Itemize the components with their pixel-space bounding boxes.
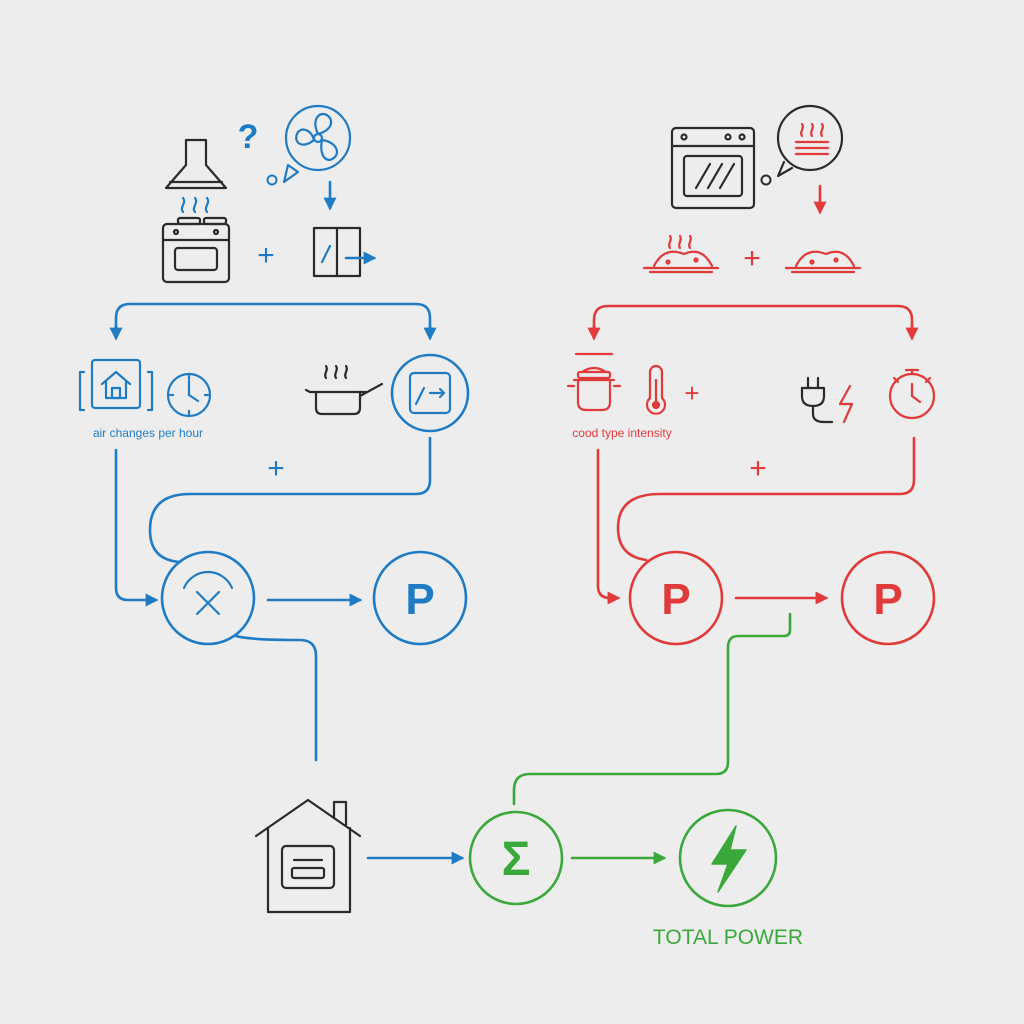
power-p-icon: P <box>628 550 724 646</box>
air-changes-to-mix-line <box>114 448 159 607</box>
power-p-icon: P <box>372 550 468 646</box>
timer-to-power-line <box>616 436 916 562</box>
window-icon <box>312 226 362 278</box>
lightning-icon <box>838 384 854 424</box>
plus-sign: + <box>684 378 699 408</box>
clock-icon <box>166 372 212 418</box>
window-circle-icon <box>390 353 470 433</box>
house-meter-icon <box>254 798 362 914</box>
svg-text:P: P <box>661 575 690 624</box>
cooking-to-sum-line <box>512 612 792 806</box>
stove-icon <box>161 216 231 284</box>
pot-icon <box>304 364 384 416</box>
timer-icon <box>888 368 936 420</box>
thought-dot <box>760 174 772 186</box>
split-connector <box>592 304 914 338</box>
plus-sign: + <box>257 239 275 272</box>
thermometer-icon <box>645 364 667 415</box>
question-mark-icon: ? <box>238 118 259 156</box>
food-type-to-power-line <box>596 448 621 605</box>
range-hood-icon <box>164 138 228 190</box>
steaming-dish-icon <box>642 234 720 274</box>
fan-thought-bubble-icon <box>282 104 352 184</box>
svg-text:Σ: Σ <box>502 833 531 886</box>
total-power-label: TOTAL POWER <box>653 926 803 949</box>
plus-sign: + <box>267 452 285 485</box>
oven-icon <box>670 126 756 210</box>
food-type-label: cood type intensity <box>572 426 671 440</box>
window-to-mix-line <box>148 436 432 564</box>
thought-dot <box>266 174 278 186</box>
mix-circle-icon <box>160 550 256 646</box>
ventilation-branch: ? + <box>78 104 470 762</box>
svg-text:P: P <box>405 575 434 624</box>
steam-thought-bubble-icon <box>776 104 844 178</box>
power-p-icon: P <box>840 550 936 646</box>
split-connector <box>114 302 432 338</box>
dish-icon <box>784 250 862 274</box>
plus-sign: + <box>749 452 767 485</box>
lightning-circle-icon <box>678 808 778 908</box>
steam-icon <box>794 122 830 156</box>
pot-icon <box>566 352 622 412</box>
house-frame-icon <box>78 358 154 412</box>
mix-to-house-line <box>234 634 318 762</box>
cooking-branch: + + cood type intens <box>566 104 936 646</box>
air-changes-label: air changes per hour <box>93 426 203 440</box>
total-branch: Σ TOTAL POWER <box>254 612 803 949</box>
plus-sign: + <box>743 242 761 275</box>
sigma-circle-icon: Σ <box>468 810 564 906</box>
svg-text:P: P <box>873 575 902 624</box>
steam-icon <box>180 196 210 214</box>
plug-icon <box>800 376 834 424</box>
